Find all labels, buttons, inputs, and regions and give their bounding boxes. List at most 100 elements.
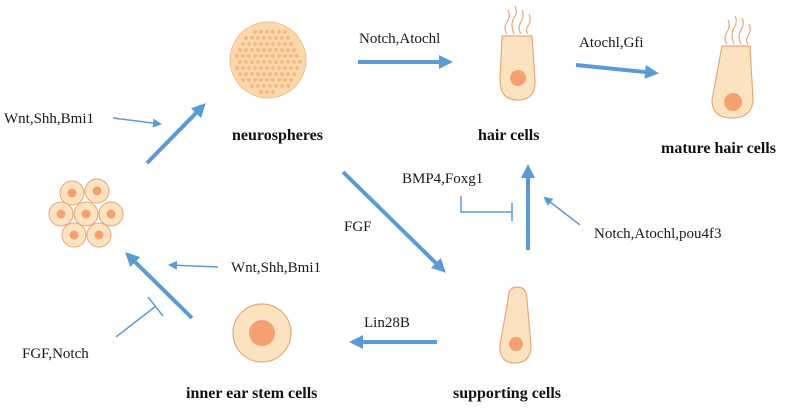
sphere-dot (276, 65, 282, 71)
sphere-dot (282, 41, 288, 47)
cluster-cell (98, 201, 124, 227)
node-label-inner-ear-stem-cells: inner ear stem cells (186, 385, 317, 402)
sphere-dot (273, 71, 279, 77)
sphere-dot (252, 77, 258, 83)
label-wnt-shh-bmi1-top: Wnt,Shh,Bmi1 (4, 111, 94, 127)
sphere-dot (279, 59, 285, 65)
sphere-dot (270, 77, 276, 83)
sphere-dot (243, 71, 249, 77)
sphere-dot (267, 83, 273, 89)
sphere-dot (261, 83, 267, 89)
sphere-dot (261, 35, 267, 41)
arrow-hair-cells-to-mature (575, 63, 659, 79)
cluster-cell (61, 222, 87, 248)
sphere-dot (243, 47, 249, 53)
sphere-dot (285, 83, 291, 89)
sphere-dot (240, 65, 246, 71)
sphere-dot (267, 35, 273, 41)
sphere-dot (252, 65, 258, 71)
sphere-dot (267, 71, 273, 77)
sphere-dot (276, 77, 282, 83)
sphere-dot (264, 53, 270, 59)
sphere-dot (255, 71, 261, 77)
sphere-dot (285, 71, 291, 77)
sphere-dot (294, 53, 300, 59)
label-notch-atochl: Notch,Atochl (359, 31, 440, 47)
sphere-dot (252, 53, 258, 59)
sphere-dot (288, 53, 294, 59)
sphere-dot (288, 41, 294, 47)
sphere-dot (270, 41, 276, 47)
sphere-dot (237, 71, 243, 77)
sphere-dot (264, 77, 270, 83)
sphere-dot (279, 35, 285, 41)
sphere-dot (273, 59, 279, 65)
neurosphere-icon (229, 21, 307, 99)
sphere-dot (273, 83, 279, 89)
sphere-dot (264, 41, 270, 47)
sphere-dot (282, 53, 288, 59)
label-atochl-gfi: Atochl,Gfi (579, 35, 644, 51)
sphere-dot (279, 71, 285, 77)
sphere-dot (234, 65, 240, 71)
sphere-dot (285, 35, 291, 41)
sphere-dot (288, 65, 294, 71)
inhibition-fgf-notch (115, 305, 157, 338)
sphere-dot (243, 59, 249, 65)
sphere-dot (282, 77, 288, 83)
sphere-dot (258, 29, 264, 35)
sphere-dot (258, 41, 264, 47)
label-fgf: FGF (344, 219, 372, 235)
sphere-dot (270, 29, 276, 35)
sphere-dot (276, 29, 282, 35)
cluster-cell (48, 201, 74, 227)
sphere-dot (261, 59, 267, 65)
sphere-dot (282, 29, 288, 35)
cluster-cell (84, 178, 110, 204)
sphere-dot (276, 53, 282, 59)
sphere-dot (258, 89, 264, 95)
sphere-dot (261, 47, 267, 53)
sphere-dot (285, 47, 291, 53)
sphere-dot (240, 77, 246, 83)
label-wnt-shh-bmi1-mid: Wnt,Shh,Bmi1 (231, 260, 321, 276)
hair-cell-icon (499, 5, 536, 101)
sphere-dot (237, 59, 243, 65)
sphere-dot (240, 53, 246, 59)
sphere-dot (282, 65, 288, 71)
label-notch-atochl-pou4f3: Notch,Atochl,pou4f3 (594, 226, 721, 242)
label-bmp4-foxg1: BMP4,Foxg1 (402, 171, 483, 187)
sphere-dot (297, 59, 303, 65)
sphere-dot (249, 47, 255, 53)
sphere-dot (252, 29, 258, 35)
thin-arrow-notch-pou4f3 (543, 196, 581, 226)
sphere-dot (261, 71, 267, 77)
cell-cluster-icon (48, 178, 124, 248)
sphere-dot (273, 35, 279, 41)
sphere-dot (243, 35, 249, 41)
node-label-supporting-cells: supporting cells (453, 385, 561, 402)
arrow-cluster-to-neurospheres (145, 103, 206, 165)
sphere-dot (240, 41, 246, 47)
supporting-cell-icon (499, 286, 532, 364)
sphere-dot (264, 29, 270, 35)
label-lin28b: Lin28B (364, 315, 410, 331)
sphere-dot (264, 65, 270, 71)
sphere-dot (258, 65, 264, 71)
sphere-dot (276, 41, 282, 47)
sphere-dot (264, 89, 270, 95)
sphere-dot (279, 47, 285, 53)
sphere-dot (249, 35, 255, 41)
sphere-dot (249, 71, 255, 77)
sphere-dot (270, 53, 276, 59)
sphere-dot (255, 47, 261, 53)
sphere-dot (270, 89, 276, 95)
arrow-neurospheres-to-supporting (341, 170, 446, 273)
cluster-cell (59, 180, 85, 206)
node-label-neurospheres: neurospheres (232, 127, 323, 144)
sphere-dot (255, 35, 261, 41)
sphere-dot (291, 59, 297, 65)
sphere-dot (246, 41, 252, 47)
sphere-dot (255, 59, 261, 65)
label-fgf-notch: FGF,Notch (22, 346, 89, 362)
